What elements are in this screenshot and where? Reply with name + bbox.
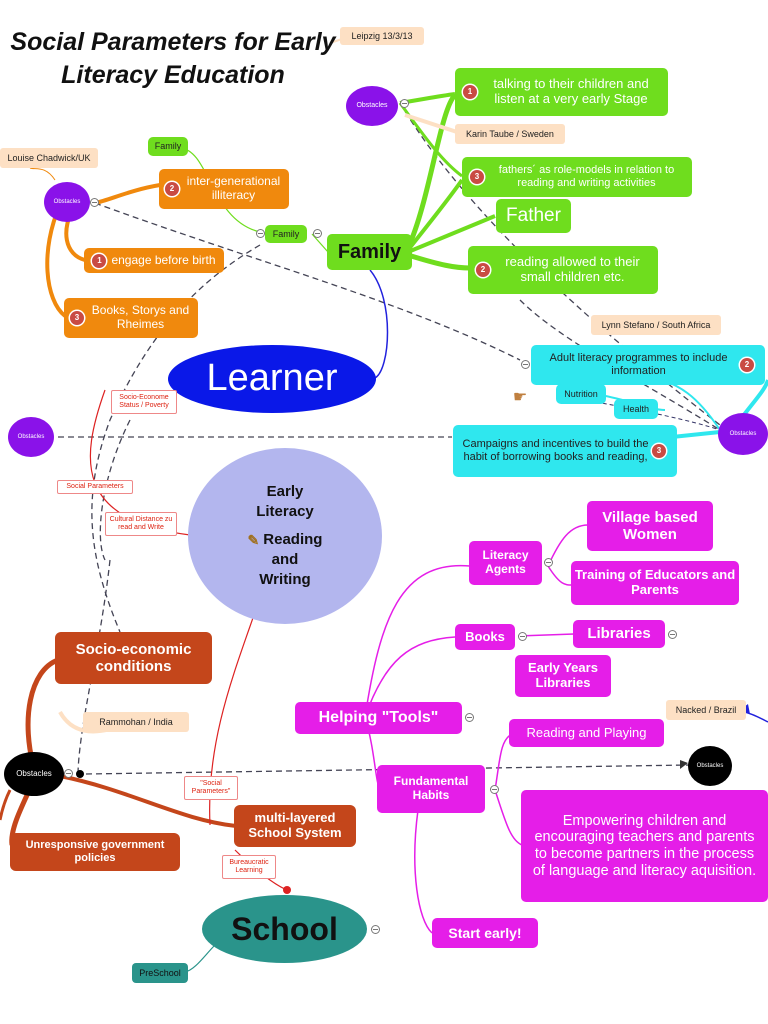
node-adult-literacy-label: Adult literacy programmes to include inf…: [549, 352, 728, 377]
collapse-icon[interactable]: [521, 360, 530, 369]
collapse-icon[interactable]: [313, 229, 322, 238]
node-fundamental[interactable]: Fundamental Habits: [377, 765, 485, 813]
node-fathers-role-label: fathers´ as role-models in relation to r…: [498, 164, 675, 189]
node-inter-gen-label: inter-generational illiteracy: [186, 174, 281, 202]
node-health[interactable]: Health: [614, 399, 658, 419]
badge-2-icon: 2: [165, 182, 179, 196]
node-multi-layered[interactable]: multi-layered School System: [234, 805, 356, 847]
center-line-3: Reading: [263, 531, 323, 548]
badge-3-icon: 3: [70, 311, 84, 325]
collapse-icon[interactable]: [64, 769, 73, 778]
node-training[interactable]: Training of Educators and Parents: [571, 561, 739, 605]
node-reading-allowed[interactable]: 2 reading allowed to their small childre…: [468, 246, 658, 294]
label-social-params-2: "Social Parameters": [184, 776, 238, 800]
node-reading-playing[interactable]: Reading and Playing: [509, 719, 664, 747]
collapse-icon[interactable]: [518, 632, 527, 641]
center-line-5: Writing: [259, 571, 311, 588]
node-empowering[interactable]: Empowering children and encouraging teac…: [521, 790, 768, 902]
node-reading-allowed-label: reading allowed to their small children …: [505, 254, 640, 284]
small-family-a[interactable]: Family: [148, 137, 188, 156]
badge-1-icon: 1: [92, 253, 107, 268]
collapse-icon[interactable]: [400, 99, 409, 108]
obstacles-africa[interactable]: Obstacles: [718, 413, 768, 455]
node-father[interactable]: Father: [496, 199, 571, 233]
node-early-years[interactable]: Early Years Libraries: [515, 655, 611, 697]
node-books[interactable]: Books: [455, 624, 515, 650]
obstacles-brazil[interactable]: Obstacles: [688, 746, 732, 786]
collapse-icon[interactable]: [668, 630, 677, 639]
node-books-storys[interactable]: 3 Books, Storys and Rheimes: [64, 298, 198, 338]
badge-2-icon: 2: [740, 358, 754, 372]
obstacles-family-top[interactable]: Obstacles: [346, 86, 398, 126]
center-line-2: Literacy: [256, 503, 314, 520]
collapse-icon[interactable]: [256, 229, 265, 238]
label-cultural: Cultural Distance zu read and Write: [105, 512, 177, 536]
collapse-icon[interactable]: [490, 785, 499, 794]
node-campaigns-label: Campaigns and incentives to build the ha…: [462, 438, 649, 463]
node-libraries[interactable]: Libraries: [573, 620, 665, 648]
node-inter-gen[interactable]: 2 inter-generational illiteracy: [159, 169, 289, 209]
node-campaigns[interactable]: Campaigns and incentives to build the ha…: [453, 425, 677, 477]
badge-1-icon: 1: [463, 85, 477, 99]
node-literacy-agents[interactable]: Literacy Agents: [469, 541, 542, 585]
node-engage-label: engage before birth: [111, 252, 216, 267]
node-family[interactable]: Family: [327, 234, 412, 270]
node-nutrition[interactable]: Nutrition: [556, 384, 606, 404]
date-tag: Leipzig 13/3/13: [340, 27, 424, 45]
badge-3-icon: 3: [652, 444, 666, 458]
obstacles-left-mid[interactable]: Obstacles: [8, 417, 54, 457]
rammohan-tag: Rammohan / India: [83, 712, 189, 732]
karin-tag: Karin Taube / Sweden: [455, 124, 565, 144]
center-line-1: Early: [266, 483, 304, 500]
node-talking[interactable]: 1 talking to their children and listen a…: [455, 68, 668, 116]
center-reading-row: ✎ Reading: [248, 530, 323, 550]
louise-tag: Louise Chadwick/UK: [0, 148, 98, 168]
node-helping-tools[interactable]: Helping "Tools": [295, 702, 462, 734]
pencil-magnifier-icon: ✎: [247, 532, 260, 548]
label-socio-status: Socio-Econome Status / Poverty: [111, 390, 177, 414]
node-learner[interactable]: Learner: [168, 345, 376, 413]
center-line-4: and: [271, 551, 299, 568]
node-village[interactable]: Village based Women: [587, 501, 713, 551]
node-start-early[interactable]: Start early!: [432, 918, 538, 948]
node-school[interactable]: School: [202, 895, 367, 963]
collapse-icon[interactable]: [544, 558, 553, 567]
node-early-literacy[interactable]: Early Literacy ✎ Reading and Writing: [188, 448, 382, 624]
node-talking-label: talking to their children and listen at …: [493, 76, 649, 106]
label-social-params: Social Parameters: [57, 480, 133, 494]
node-socio-economic[interactable]: Socio-economic conditions: [55, 632, 212, 684]
badge-3-icon: 3: [470, 170, 484, 184]
collapse-icon[interactable]: [465, 713, 474, 722]
node-engage[interactable]: 1 engage before birth: [84, 248, 224, 273]
collapse-icon[interactable]: [371, 925, 380, 934]
nacked-tag: Nacked / Brazil: [666, 700, 746, 720]
node-preschool[interactable]: PreSchool: [132, 963, 188, 983]
page-title: Social Parameters for Early Literacy Edu…: [10, 28, 336, 89]
pointing-hand-icon: ☛: [512, 388, 528, 406]
badge-2-icon: 2: [476, 263, 490, 277]
label-bureaucratic: Bureaucratic Learning: [222, 855, 276, 879]
obstacles-family-left[interactable]: Obstacles: [44, 182, 90, 222]
small-family-b[interactable]: Family: [265, 225, 307, 243]
obstacles-india[interactable]: Obstacles: [4, 752, 64, 796]
node-books-storys-label: Books, Storys and Rheimes: [91, 303, 190, 331]
node-adult-literacy[interactable]: Adult literacy programmes to include inf…: [531, 345, 765, 385]
collapse-icon[interactable]: [90, 198, 99, 207]
node-fathers-role[interactable]: 3 fathers´ as role-models in relation to…: [462, 157, 692, 197]
lynn-tag: Lynn Stefano / South Africa: [591, 315, 721, 335]
node-unresponsive[interactable]: Unresponsive government policies: [10, 833, 180, 871]
